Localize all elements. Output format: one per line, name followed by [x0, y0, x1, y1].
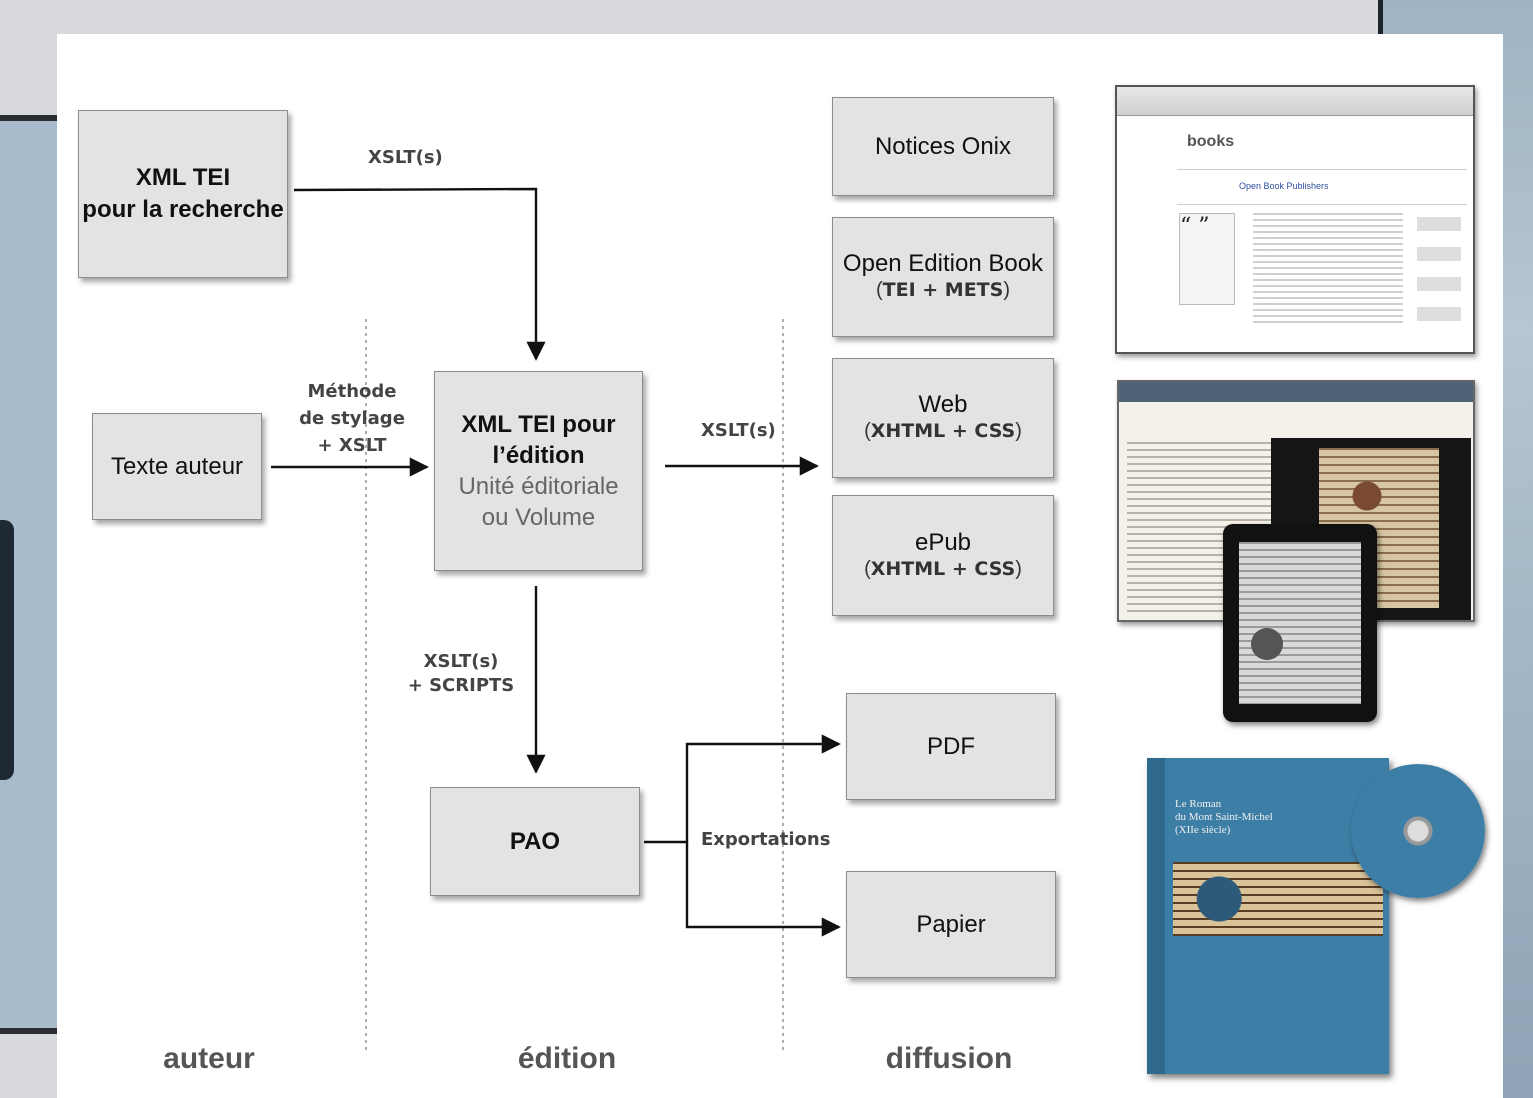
- box-open-edition-book-line1: Open Edition Book: [842, 250, 1044, 277]
- label-methode-stylage: Méthode de stylage + XSLT: [299, 381, 405, 456]
- quote-cover: “ ”: [1179, 213, 1235, 305]
- box-xml-tei-recherche-line2: pour la recherche: [82, 196, 284, 223]
- box-xml-tei-recherche: XML TEI pour la recherche: [78, 110, 288, 278]
- box-xml-tei-edition: XML TEI pour l’édition Unité éditoriale …: [434, 371, 643, 571]
- background-divider: [0, 1028, 60, 1034]
- sidebar-icons: [1417, 217, 1461, 337]
- box-epub-line1: ePub: [914, 528, 972, 556]
- openedition-books-logo: books: [1187, 133, 1235, 150]
- box-texte-auteur-label: Texte auteur: [110, 452, 244, 480]
- background-edge: [1378, 0, 1383, 40]
- connector-lines: [271, 187, 841, 1052]
- box-open-edition-book: Open Edition Book (TEI + METS): [832, 217, 1054, 337]
- thumbnail-openedition-website: books Open Book Publishers “ ”: [1115, 85, 1475, 354]
- box-notices-onix-label: Notices Onix: [874, 132, 1012, 160]
- box-notices-onix: Notices Onix: [832, 97, 1054, 196]
- background-device-edge: [0, 520, 14, 780]
- arrow-recherche-to-edition: [293, 187, 546, 361]
- background-divider: [0, 115, 60, 121]
- book-spine: [1147, 758, 1165, 1074]
- box-xml-tei-edition-line4: ou Volume: [481, 504, 596, 531]
- box-epub: ePub (XHTML + CSS): [832, 495, 1054, 616]
- box-xml-tei-edition-line2: l’édition: [492, 442, 585, 469]
- label-xslt-right: XSLT(s): [701, 420, 776, 441]
- box-pao-label: PAO: [509, 827, 561, 855]
- tablet-illustration: [1251, 628, 1283, 660]
- book-title: Le Roman du Mont Saint-Michel (XIIe sièc…: [1175, 798, 1273, 836]
- arrow-pao-to-pdf: [644, 734, 841, 844]
- box-pao: PAO: [430, 787, 640, 896]
- box-open-edition-book-sub: (TEI + METS): [875, 279, 1011, 301]
- background-bottom: [0, 1034, 60, 1098]
- box-web: Web (XHTML + CSS): [832, 358, 1054, 478]
- column-auteur: auteur: [163, 1042, 255, 1075]
- publisher-band: [1177, 169, 1467, 205]
- box-xml-tei-edition-line1: XML TEI pour: [461, 411, 616, 438]
- box-pdf-label: PDF: [927, 732, 975, 760]
- browser-chrome: [1117, 87, 1473, 116]
- box-pdf: PDF: [846, 693, 1056, 800]
- column-edition: édition: [517, 1042, 617, 1075]
- book-cover-image: [1173, 862, 1383, 936]
- box-epub-sub: (XHTML + CSS): [864, 557, 1022, 580]
- box-papier: Papier: [846, 871, 1056, 978]
- thumbnail-print-book: Le Roman du Mont Saint-Michel (XIIe sièc…: [1147, 758, 1389, 1074]
- tablet-screen: [1239, 542, 1361, 704]
- label-exportations: Exportations: [701, 829, 831, 850]
- box-texte-auteur: Texte auteur: [92, 413, 262, 520]
- publisher-title: Open Book Publishers: [1239, 181, 1329, 191]
- arrow-pao-to-papier: [685, 842, 841, 937]
- box-web-line1: Web: [918, 391, 968, 418]
- box-xml-tei-recherche-line1: XML TEI: [135, 164, 231, 191]
- label-xslt-scripts: XSLT(s) + SCRIPTS: [407, 651, 515, 696]
- description-text-block: [1253, 213, 1403, 323]
- diagram-panel: XML TEI pour la recherche Texte auteur X…: [57, 34, 1503, 1098]
- label-xslt-top: XSLT(s): [368, 147, 443, 168]
- reader-header-bar: [1119, 382, 1473, 402]
- column-diffusion: diffusion: [885, 1042, 1013, 1075]
- cd-disc-icon: [1351, 764, 1485, 898]
- box-xml-tei-edition-line3: Unité éditoriale: [458, 473, 619, 500]
- box-papier-label: Papier: [916, 910, 986, 938]
- thumbnail-epub-tablet: [1223, 524, 1377, 722]
- box-web-sub: (XHTML + CSS): [864, 420, 1022, 442]
